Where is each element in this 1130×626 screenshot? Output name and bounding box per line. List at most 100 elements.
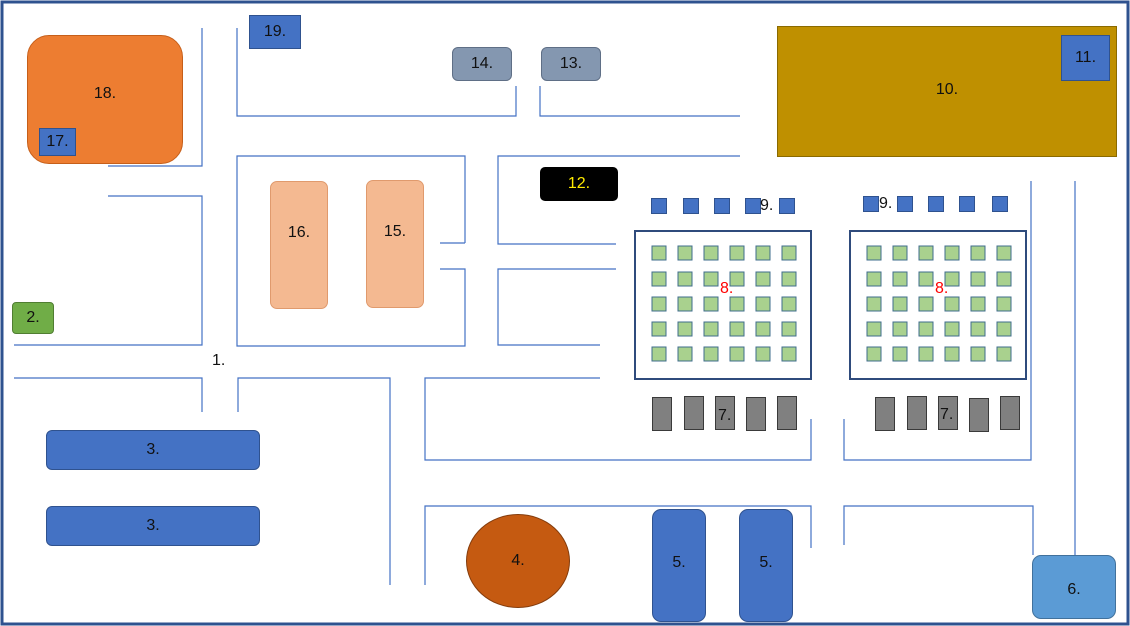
grid-cell	[970, 245, 986, 261]
grid-cell	[944, 346, 960, 362]
building-2: 2.	[12, 302, 54, 334]
grid-8-right	[866, 245, 1012, 362]
label-8-right: 8.	[935, 280, 949, 297]
building-5-left: 5.	[652, 509, 706, 622]
label-9-left: 9.	[760, 197, 774, 214]
building-3-bottom: 3.	[46, 506, 260, 546]
building-11: 11.	[1061, 35, 1110, 81]
grid-cell	[996, 346, 1012, 362]
building-17: 17.	[39, 128, 76, 156]
unit-7-right-1	[875, 397, 895, 431]
grid-cell	[729, 296, 745, 312]
grid-cell	[729, 245, 745, 261]
unit-7-left-3	[715, 396, 735, 430]
building-18: 18.	[27, 35, 183, 164]
grid-cell	[677, 346, 693, 362]
label-7-left: 7.	[718, 407, 732, 424]
grid-cell	[892, 321, 908, 337]
grid-cell	[651, 346, 667, 362]
building-12-label: 12.	[567, 175, 591, 192]
grid-cell	[729, 321, 745, 337]
building-2-label: 2.	[26, 309, 40, 326]
unit-7-left-4	[746, 397, 766, 431]
path-line	[236, 28, 517, 117]
unit-9-right-2	[897, 196, 913, 212]
grid-cell	[755, 321, 771, 337]
unit-9-left-5	[779, 198, 795, 214]
building-3-top-label: 3.	[146, 441, 160, 458]
grid-cell	[703, 271, 719, 287]
grid-cell	[866, 271, 882, 287]
grid-cell	[703, 296, 719, 312]
unit-7-right-5	[1000, 396, 1020, 430]
unit-9-right-1	[863, 196, 879, 212]
grid-cell	[996, 271, 1012, 287]
grid-cell	[970, 271, 986, 287]
building-10-label: 10.	[935, 80, 959, 98]
unit-9-right-3	[928, 196, 944, 212]
path-line	[497, 268, 616, 346]
path-line	[424, 377, 812, 461]
unit-7-left-2	[684, 396, 704, 430]
unit-9-right-5	[992, 196, 1008, 212]
path-lines	[14, 28, 1076, 585]
grid-cell	[892, 346, 908, 362]
path-line	[843, 181, 1032, 461]
grid-8-left	[651, 245, 797, 362]
grid-cell	[755, 296, 771, 312]
grid-cell	[755, 271, 771, 287]
unit-9-left-4	[745, 198, 761, 214]
unit-7-left-1	[652, 397, 672, 431]
unit-9-left-3	[714, 198, 730, 214]
grid-cell	[970, 321, 986, 337]
building-19-label: 19.	[263, 23, 287, 40]
building-3-bottom-label: 3.	[146, 517, 160, 534]
building-17-label: 17.	[46, 133, 69, 150]
path-line	[497, 155, 740, 245]
facility-8-left: 8.	[634, 230, 812, 380]
grid-cell	[677, 271, 693, 287]
path-line	[14, 377, 203, 412]
grid-cell	[866, 296, 882, 312]
path-line	[108, 28, 203, 167]
grid-cell	[996, 321, 1012, 337]
building-19: 19.	[249, 15, 301, 49]
grid-cell	[892, 271, 908, 287]
building-12: 12.	[540, 167, 618, 201]
grid-cell	[781, 245, 797, 261]
building-14: 14.	[452, 47, 512, 81]
path-line	[14, 195, 203, 346]
grid-cell	[866, 245, 882, 261]
grid-cell	[781, 346, 797, 362]
grid-cell	[918, 245, 934, 261]
building-13: 13.	[541, 47, 601, 81]
grid-cell	[651, 321, 667, 337]
grid-cell	[703, 321, 719, 337]
grid-cell	[918, 296, 934, 312]
path-line	[424, 505, 812, 585]
grid-cell	[996, 245, 1012, 261]
building-5-right-label: 5.	[759, 553, 773, 571]
grid-cell	[918, 321, 934, 337]
label-7-right: 7.	[940, 406, 954, 423]
building-11-label: 11.	[1074, 49, 1097, 66]
building-4-label: 4.	[511, 552, 525, 569]
grid-cell	[651, 296, 667, 312]
grid-cell	[866, 346, 882, 362]
grid-cell	[944, 296, 960, 312]
building-15-label: 15.	[383, 223, 407, 240]
grid-cell	[996, 296, 1012, 312]
building-6-label: 6.	[1067, 581, 1081, 598]
grid-cell	[970, 346, 986, 362]
label-9-right: 9.	[879, 195, 893, 212]
building-16: 16.	[270, 181, 328, 309]
grid-cell	[677, 321, 693, 337]
grid-cell	[677, 245, 693, 261]
path-line	[237, 377, 391, 585]
building-15: 15.	[366, 180, 424, 308]
unit-7-right-3	[938, 396, 958, 430]
unit-7-left-5	[777, 396, 797, 430]
building-5-right: 5.	[739, 509, 793, 622]
grid-cell	[781, 321, 797, 337]
